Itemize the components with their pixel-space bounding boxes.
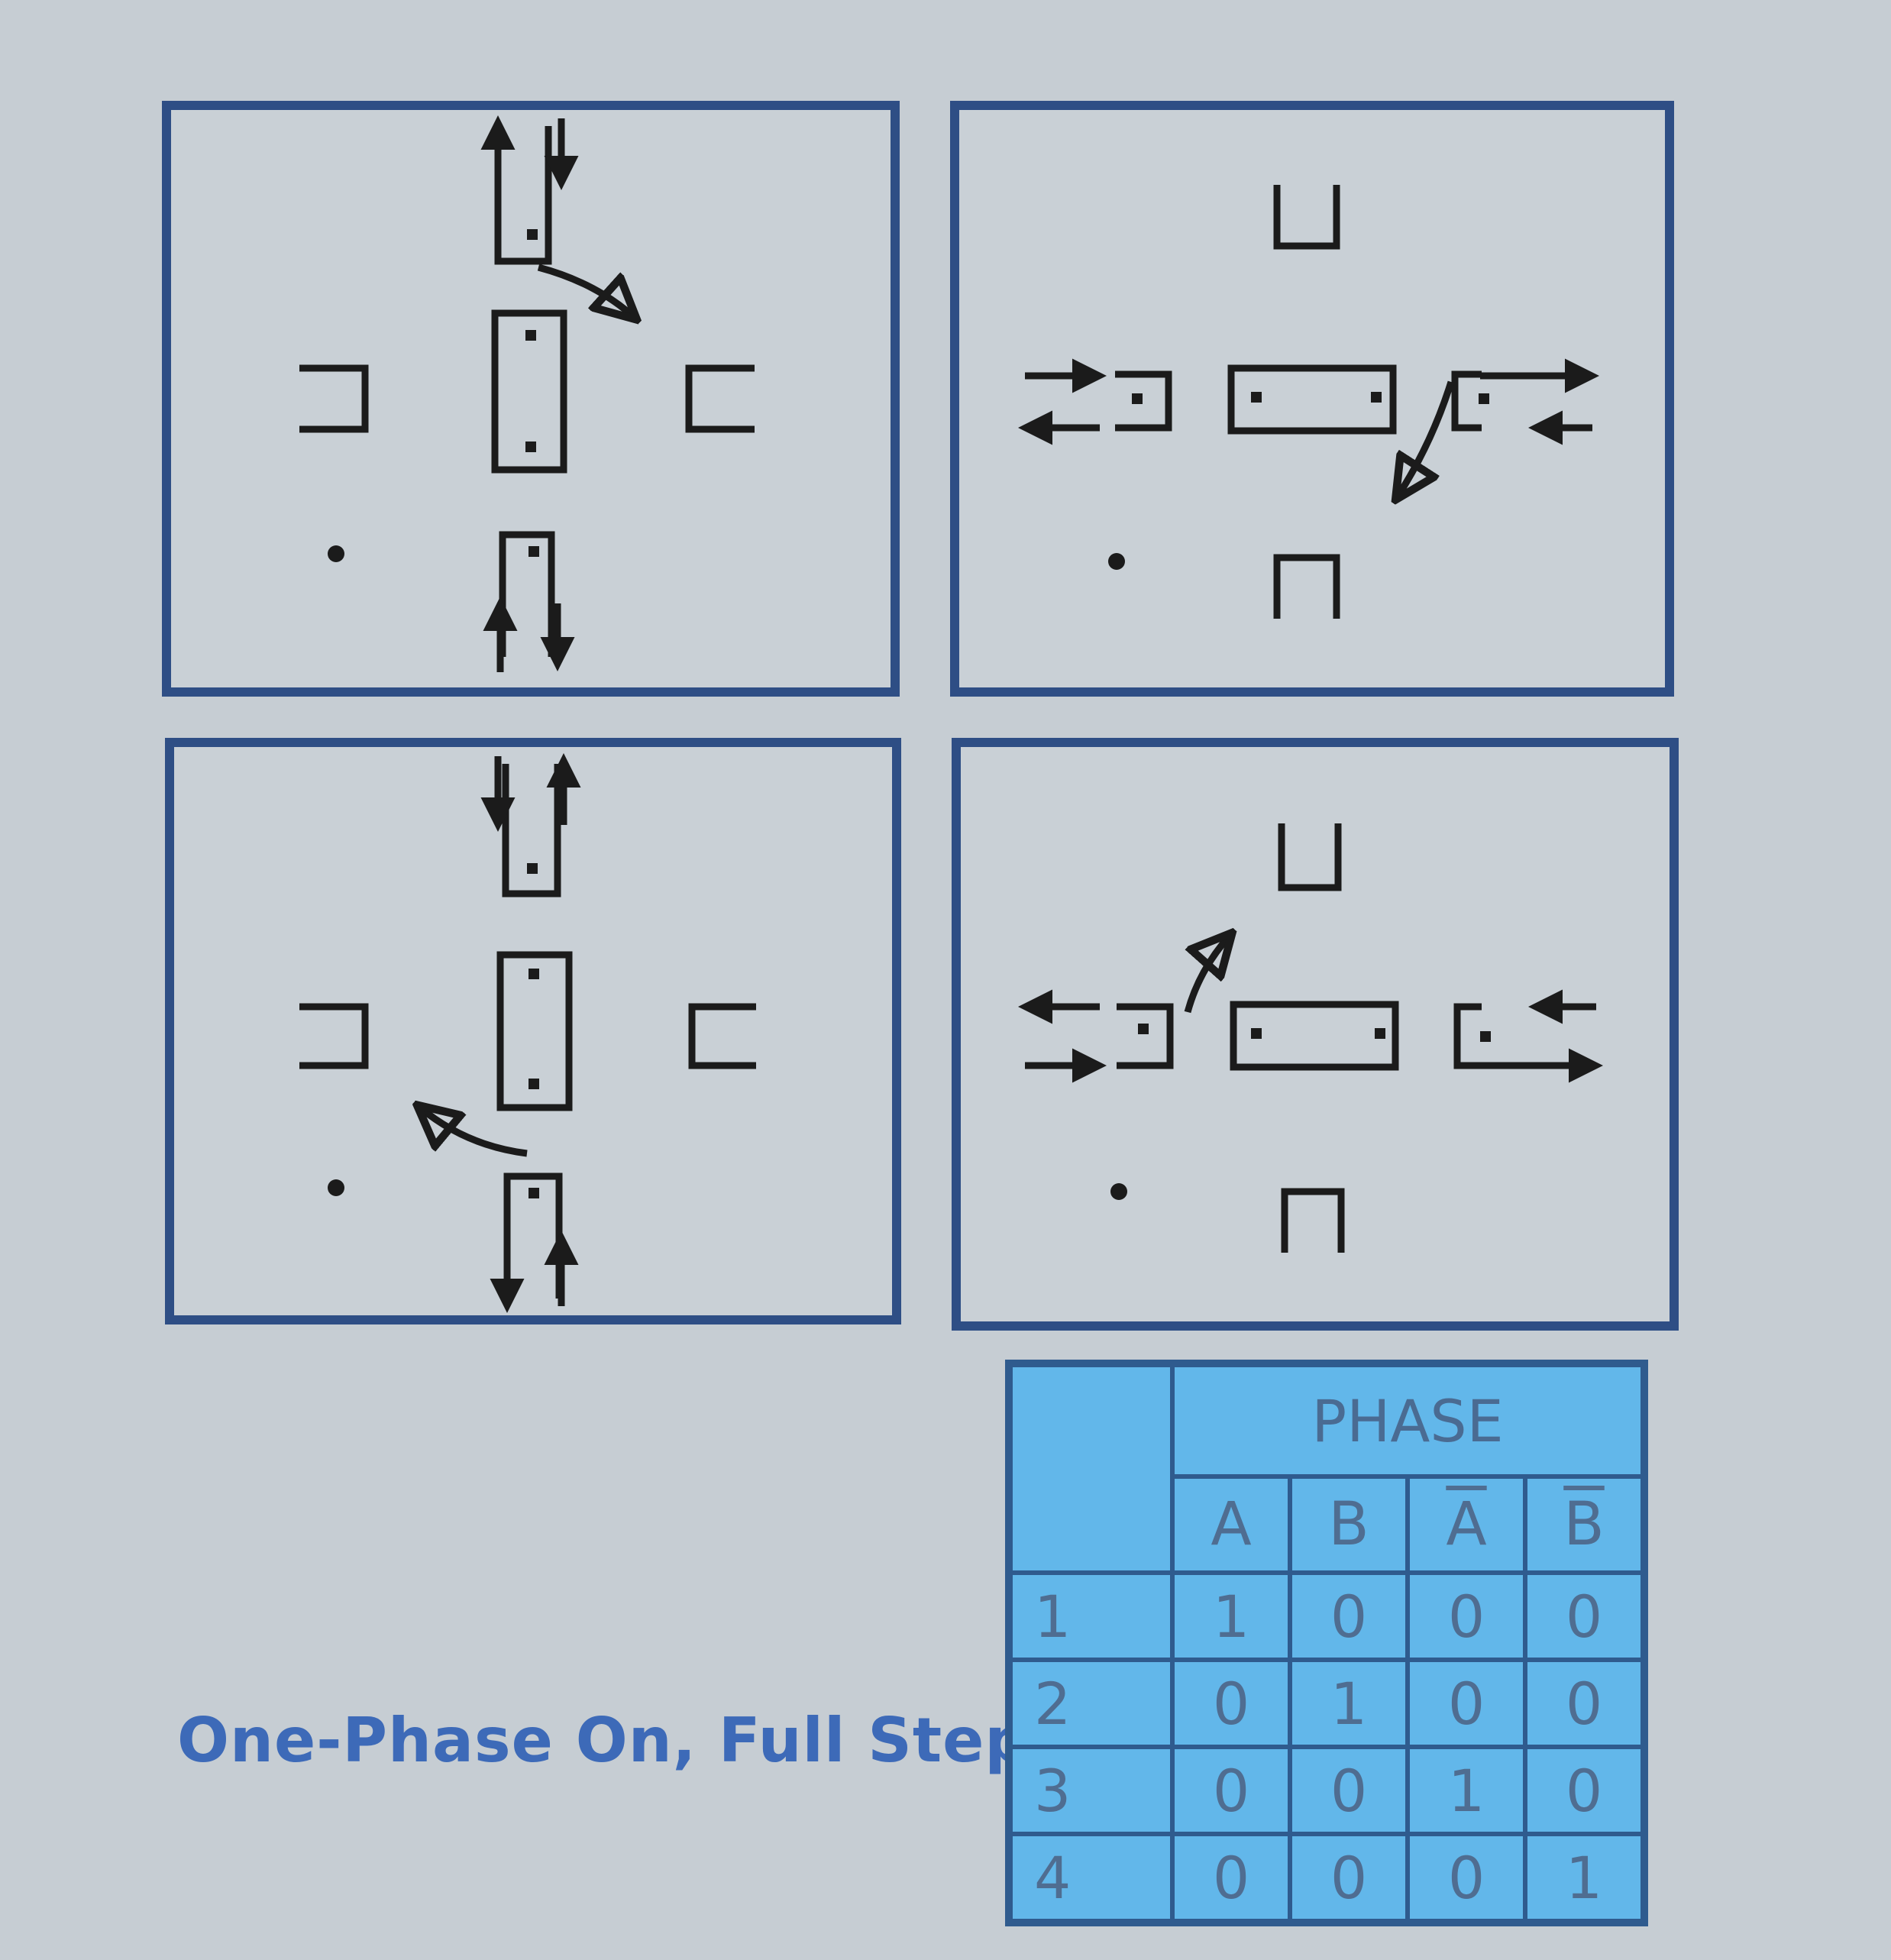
rotation-arrow [537,264,634,317]
center-dot [328,1179,344,1196]
pole-left [299,364,369,433]
table-corner [1007,1361,1175,1575]
step-panel-3 [165,738,901,1324]
pole-top [1273,185,1340,250]
column-header-2: B [1288,1474,1410,1575]
pole-top [1278,823,1342,891]
step-number: 1 [1007,1570,1175,1662]
pole-bottom [499,531,555,657]
rotation-arrow [1184,936,1230,1014]
pole-right [1453,1003,1482,1069]
step-panel-1 [162,101,900,697]
panel-1-frame [162,101,900,697]
phase-value: 1 [1405,1745,1527,1836]
rotor [496,951,573,1111]
phase-value: 0 [1405,1658,1527,1749]
step-number: 2 [1007,1658,1175,1749]
rotor [491,309,567,474]
phase-value: 0 [1523,1570,1647,1662]
panel-2-frame [950,101,1674,697]
phase-value: 0 [1170,1832,1292,1925]
phase-value: 1 [1523,1832,1647,1925]
pole-right [688,1003,756,1069]
phase-header: PHASE [1170,1361,1647,1479]
panel-4-frame [952,738,1679,1331]
phase-value: 0 [1288,1745,1410,1836]
step-panel-4 [952,738,1679,1331]
pole-right [1451,370,1482,432]
phase-value: 1 [1288,1658,1410,1749]
pole-right [685,364,755,433]
pole-top [494,126,552,265]
panel-3-frame [165,738,901,1324]
phase-value: 0 [1288,1832,1410,1925]
pole-left [1117,1003,1174,1069]
column-header-4: B [1523,1474,1647,1575]
column-header-3: A [1405,1474,1527,1575]
phase-value: 0 [1288,1570,1410,1662]
diagram-caption: One-Phase On, Full Step [177,1705,1030,1776]
phase-value: 0 [1170,1658,1292,1749]
rotation-arrow [1398,380,1455,496]
phase-value: 0 [1405,1570,1527,1662]
step-number: 3 [1007,1745,1175,1836]
pole-bottom [1273,554,1340,619]
step-panel-2 [950,101,1674,697]
rotation-arrow [420,1108,528,1157]
phase-value: 1 [1170,1570,1292,1662]
step-number: 4 [1007,1832,1175,1925]
pole-bottom [1281,1188,1345,1253]
center-dot [328,545,344,562]
phase-value: 0 [1523,1658,1647,1749]
phase-value: 0 [1170,1745,1292,1836]
center-dot [1110,1183,1127,1200]
pole-left [299,1003,369,1069]
rotor [1227,364,1397,435]
center-dot [1108,553,1125,570]
phase-value: 0 [1523,1745,1647,1836]
phase-value: 0 [1405,1832,1527,1925]
pole-left [1115,370,1172,432]
column-header-1: A [1170,1474,1292,1575]
rotor [1230,1001,1399,1071]
